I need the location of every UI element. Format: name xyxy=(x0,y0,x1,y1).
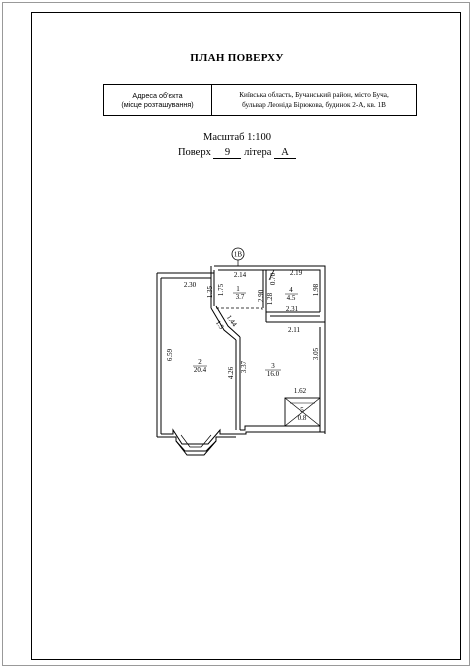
scale-line: Масштаб 1:100 xyxy=(0,132,474,143)
dim-1-44: 1.44 xyxy=(225,314,239,329)
address-value-line2: бульвар Леоніда Бірюкова, будинок 2-А, к… xyxy=(242,101,386,109)
room4-area: 4.5 xyxy=(287,294,296,302)
dim-2-19: 2.19 xyxy=(290,269,303,277)
dim-2-30: 2.30 xyxy=(184,281,197,289)
floor-value: 9 xyxy=(213,147,242,159)
litera-value: А xyxy=(274,147,297,159)
room5-outline xyxy=(284,397,321,427)
address-label-line2: (місце розташування) xyxy=(121,100,194,109)
address-label-line1: Адреса об'єкта xyxy=(132,91,183,100)
wall-right-outer xyxy=(320,321,326,434)
wall-room3-bottom-inner xyxy=(240,425,320,431)
page-title: ПЛАН ПОВЕРХУ xyxy=(190,52,284,64)
page-border xyxy=(2,2,470,666)
dim-3-37: 3.37 xyxy=(240,360,248,373)
room5-cross-b xyxy=(284,397,321,427)
wall-top-right-inner xyxy=(218,269,321,312)
dim-1-5: 1.5 xyxy=(214,319,226,331)
dim-6-59: 6.59 xyxy=(166,348,174,361)
bay-window-outer xyxy=(157,436,236,452)
dim-1-98: 1.98 xyxy=(312,283,320,296)
plan-walls xyxy=(156,247,326,456)
dim-2-11: 2.11 xyxy=(288,326,300,334)
wall-room3-bottom-outer xyxy=(236,431,325,435)
scale-value: 1:100 xyxy=(247,132,271,143)
dim-3-05: 3.05 xyxy=(312,347,320,360)
address-table: Адреса об'єкта (місце розташування) Київ… xyxy=(103,84,417,116)
room3-area: 16.0 xyxy=(267,370,280,378)
bay-window-glass xyxy=(180,434,212,448)
wall-diagonal-outer xyxy=(210,307,237,341)
dim-4-26: 4.26 xyxy=(227,366,235,379)
bay-window-outer-frame xyxy=(175,440,217,456)
room5-number: 5 xyxy=(300,406,304,414)
room2-area: 20.4 xyxy=(194,366,207,374)
dim-1-75: 1.75 xyxy=(217,283,225,296)
room2-number: 2 xyxy=(198,358,202,366)
dim-2-31: 2.31 xyxy=(286,305,299,313)
address-label-cell: Адреса об'єкта (місце розташування) xyxy=(104,85,212,115)
dim-1-62: 1.62 xyxy=(294,387,307,395)
dim-1-28: 1.28 xyxy=(266,292,274,305)
room1-area: 3.7 xyxy=(236,293,245,301)
dim-0-70: 0.70 xyxy=(269,272,277,285)
room4-number: 4 xyxy=(289,286,293,294)
apartment-marker-label: 1В xyxy=(234,251,243,259)
floor-label: Поверх xyxy=(177,147,211,158)
address-value-cell: Київська область, Бучанський район, міст… xyxy=(212,85,416,115)
room1-number: 1 xyxy=(236,285,240,293)
wall-diagonal-inner xyxy=(215,305,241,338)
room5-area: 0.8 xyxy=(298,414,307,422)
room3-number: 3 xyxy=(271,362,275,370)
address-value-line1: Київська область, Бучанський район, міст… xyxy=(239,91,389,99)
floor-line: Поверх 9 літера А xyxy=(0,147,474,159)
dim-1-35: 1.35 xyxy=(206,285,214,298)
dim-2-90: 2.90 xyxy=(257,289,265,302)
bay-window-middle xyxy=(161,428,236,445)
scale-label: Масштаб xyxy=(202,132,245,143)
litera-label: літера xyxy=(244,147,272,158)
wall-top-right-outer xyxy=(214,265,326,322)
dim-2-14: 2.14 xyxy=(234,271,247,279)
drawing-frame xyxy=(31,12,461,660)
door-mark-b xyxy=(268,269,275,281)
